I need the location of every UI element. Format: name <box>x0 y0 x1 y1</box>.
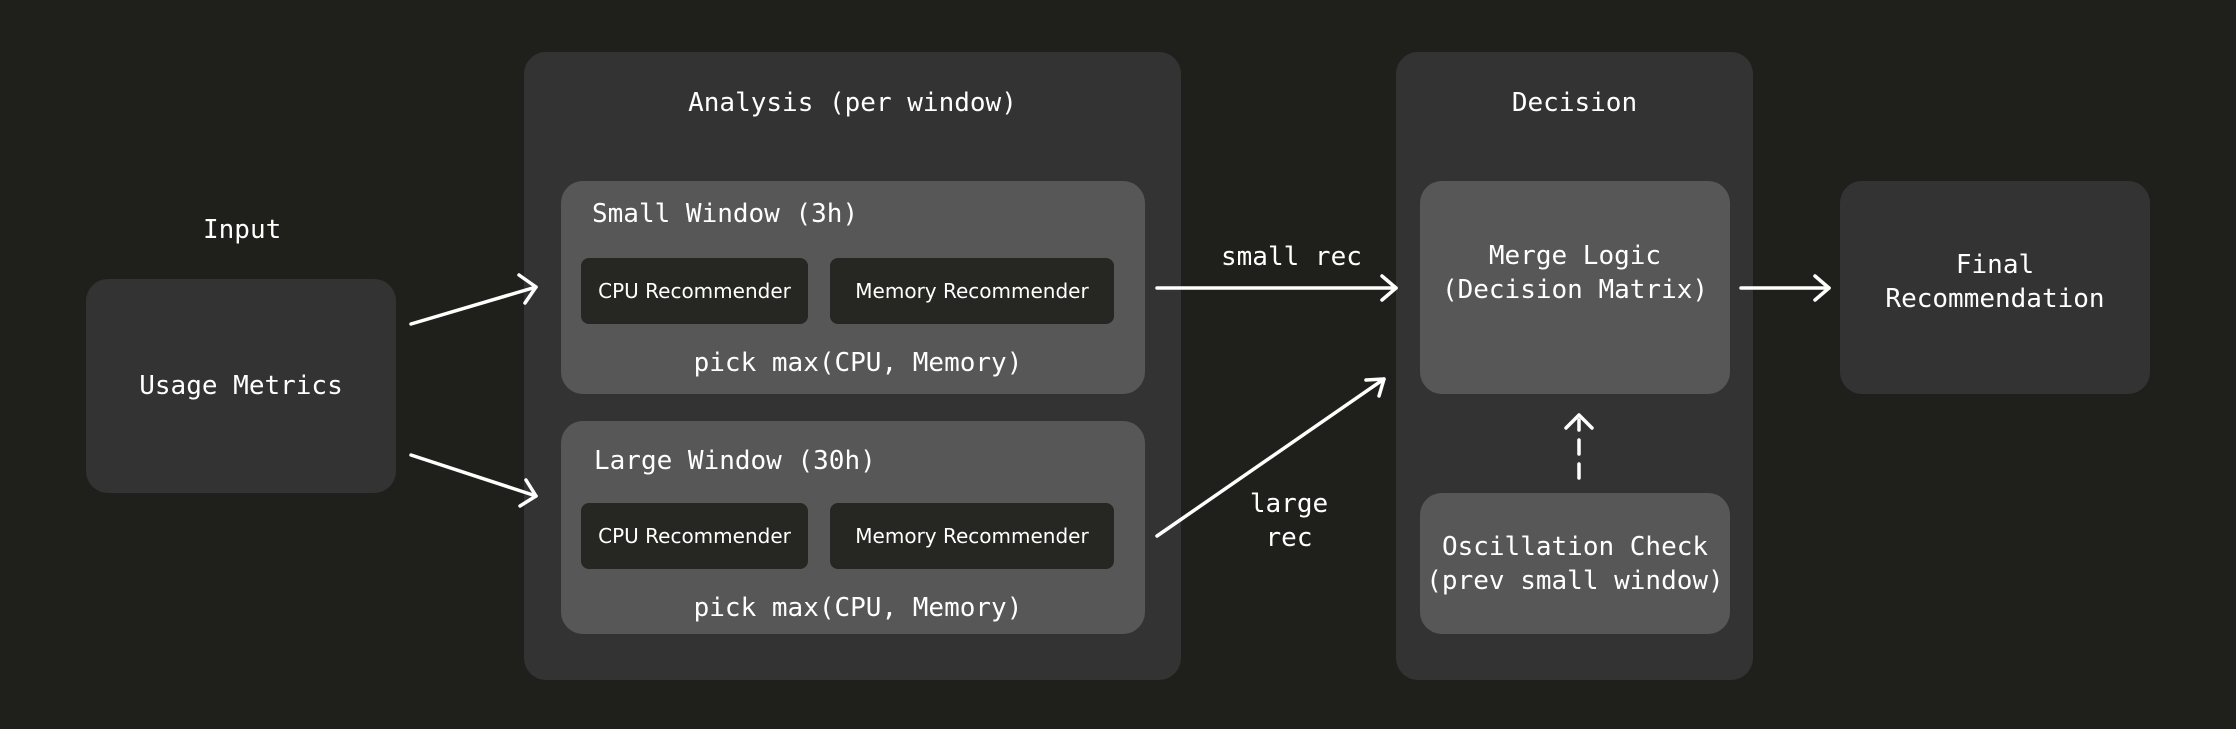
decision-title: Decision <box>1511 88 1638 118</box>
small-cpu-recommender[interactable]: CPU Recommender <box>581 258 808 324</box>
final-recommendation-node[interactable]: Final Recommendation <box>1840 181 2150 394</box>
large-cpu-recommender[interactable]: CPU Recommender <box>581 503 808 569</box>
large-pick-max-label: pick max(CPU, Memory) <box>693 593 1023 623</box>
oscillation-check-node[interactable]: Oscillation Check (prev small window) <box>1420 493 1730 634</box>
oscillation-check-label: Oscillation Check (prev small window) <box>1426 531 1724 596</box>
edge-merge-to-final <box>1739 274 1831 302</box>
edge-input-to-small <box>409 273 538 326</box>
usage-metrics-node[interactable]: Usage Metrics <box>86 279 396 493</box>
input-title: Input <box>203 215 282 245</box>
edge-oscillation-to-merge <box>1564 413 1594 480</box>
edge-small-to-merge <box>1155 274 1398 302</box>
small-pick-max-label: pick max(CPU, Memory) <box>693 348 1023 378</box>
merge-logic-label: Merge Logic (Decision Matrix) <box>1441 240 1709 305</box>
large-window-title: Large Window (30h) <box>594 446 876 476</box>
small-window-title: Small Window (3h) <box>592 199 859 229</box>
final-recommendation-label: Final Recommendation <box>1885 249 2105 314</box>
large-memory-recommender[interactable]: Memory Recommender <box>830 503 1114 569</box>
large-rec-label: large rec <box>1249 489 1329 553</box>
edge-input-to-large <box>409 453 538 508</box>
small-memory-recommender[interactable]: Memory Recommender <box>830 258 1114 324</box>
merge-logic-node[interactable]: Merge Logic (Decision Matrix) <box>1420 181 1730 394</box>
usage-metrics-label: Usage Metrics <box>139 371 343 401</box>
small-rec-label: small rec <box>1221 242 1362 272</box>
edge-large-to-merge <box>1155 377 1386 538</box>
analysis-title: Analysis (per window) <box>688 88 1017 118</box>
